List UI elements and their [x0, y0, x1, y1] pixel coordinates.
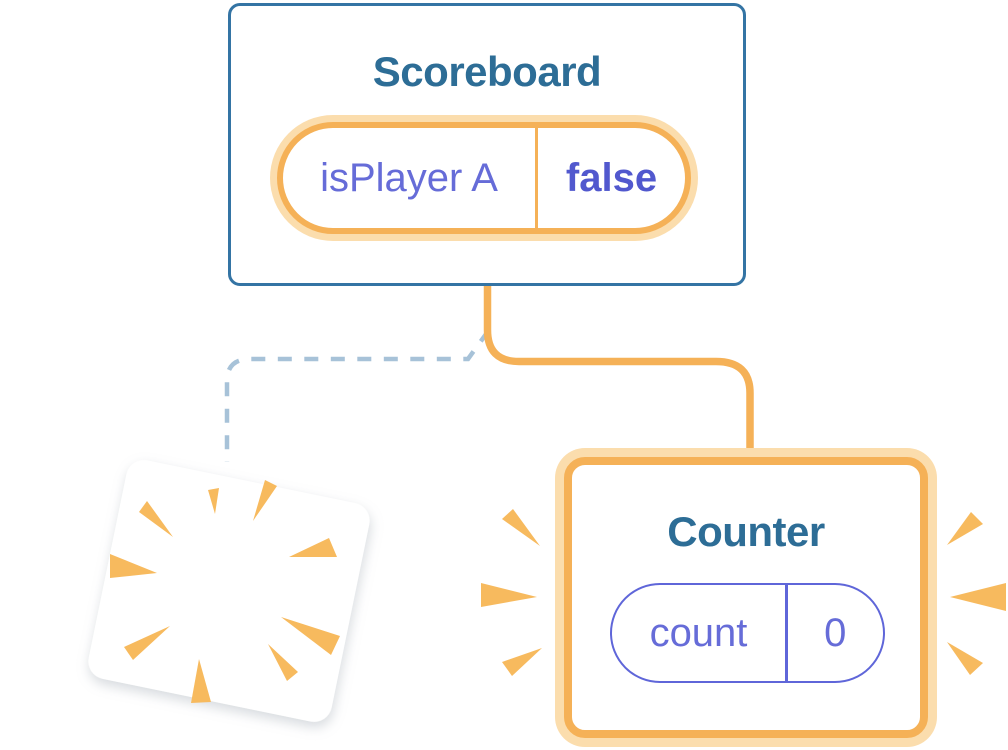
count-value-label: 0: [824, 611, 847, 655]
scoreboard-card: Scoreboard isPlayer A false: [228, 3, 746, 286]
poof-wedge: [110, 554, 157, 578]
connector-dashed-removed-child: [224, 328, 491, 462]
count-pill-divider: [785, 585, 788, 681]
poof-wedge: [502, 509, 540, 546]
poof-wedge: [947, 642, 983, 675]
state-key-label: isPlayer A: [320, 156, 498, 200]
destroyed-component-card: [88, 460, 370, 722]
state-pill-divider: [535, 128, 538, 228]
counter-burst-right-icon: [947, 512, 1006, 675]
counter-card-inner: Counter count 0: [564, 457, 928, 738]
state-value-label: false: [565, 156, 658, 200]
count-key-label: count: [649, 611, 748, 655]
poof-wedge: [253, 480, 277, 521]
poof-wedge: [208, 488, 219, 514]
counter-burst-left-icon: [481, 509, 542, 676]
poof-wedge: [950, 583, 1006, 611]
poof-wedge: [191, 659, 211, 703]
counter-state-pill: count 0: [610, 583, 885, 683]
poof-wedge: [481, 583, 537, 607]
counter-card: Counter count 0: [555, 448, 937, 747]
poof-wedge: [502, 648, 542, 676]
poof-burst-icon: [110, 480, 340, 703]
scoreboard-state-pill: isPlayer A false: [277, 122, 691, 234]
poof-wedge: [947, 512, 983, 545]
poof-wedge: [124, 626, 170, 660]
scoreboard-title: Scoreboard: [372, 48, 602, 95]
counter-title: Counter: [667, 508, 825, 555]
connector-solid-counter: [483, 285, 754, 452]
poof-wedge: [281, 617, 340, 655]
poof-wedge: [139, 501, 173, 537]
poof-wedge: [268, 644, 298, 681]
poof-wedge: [289, 538, 337, 557]
